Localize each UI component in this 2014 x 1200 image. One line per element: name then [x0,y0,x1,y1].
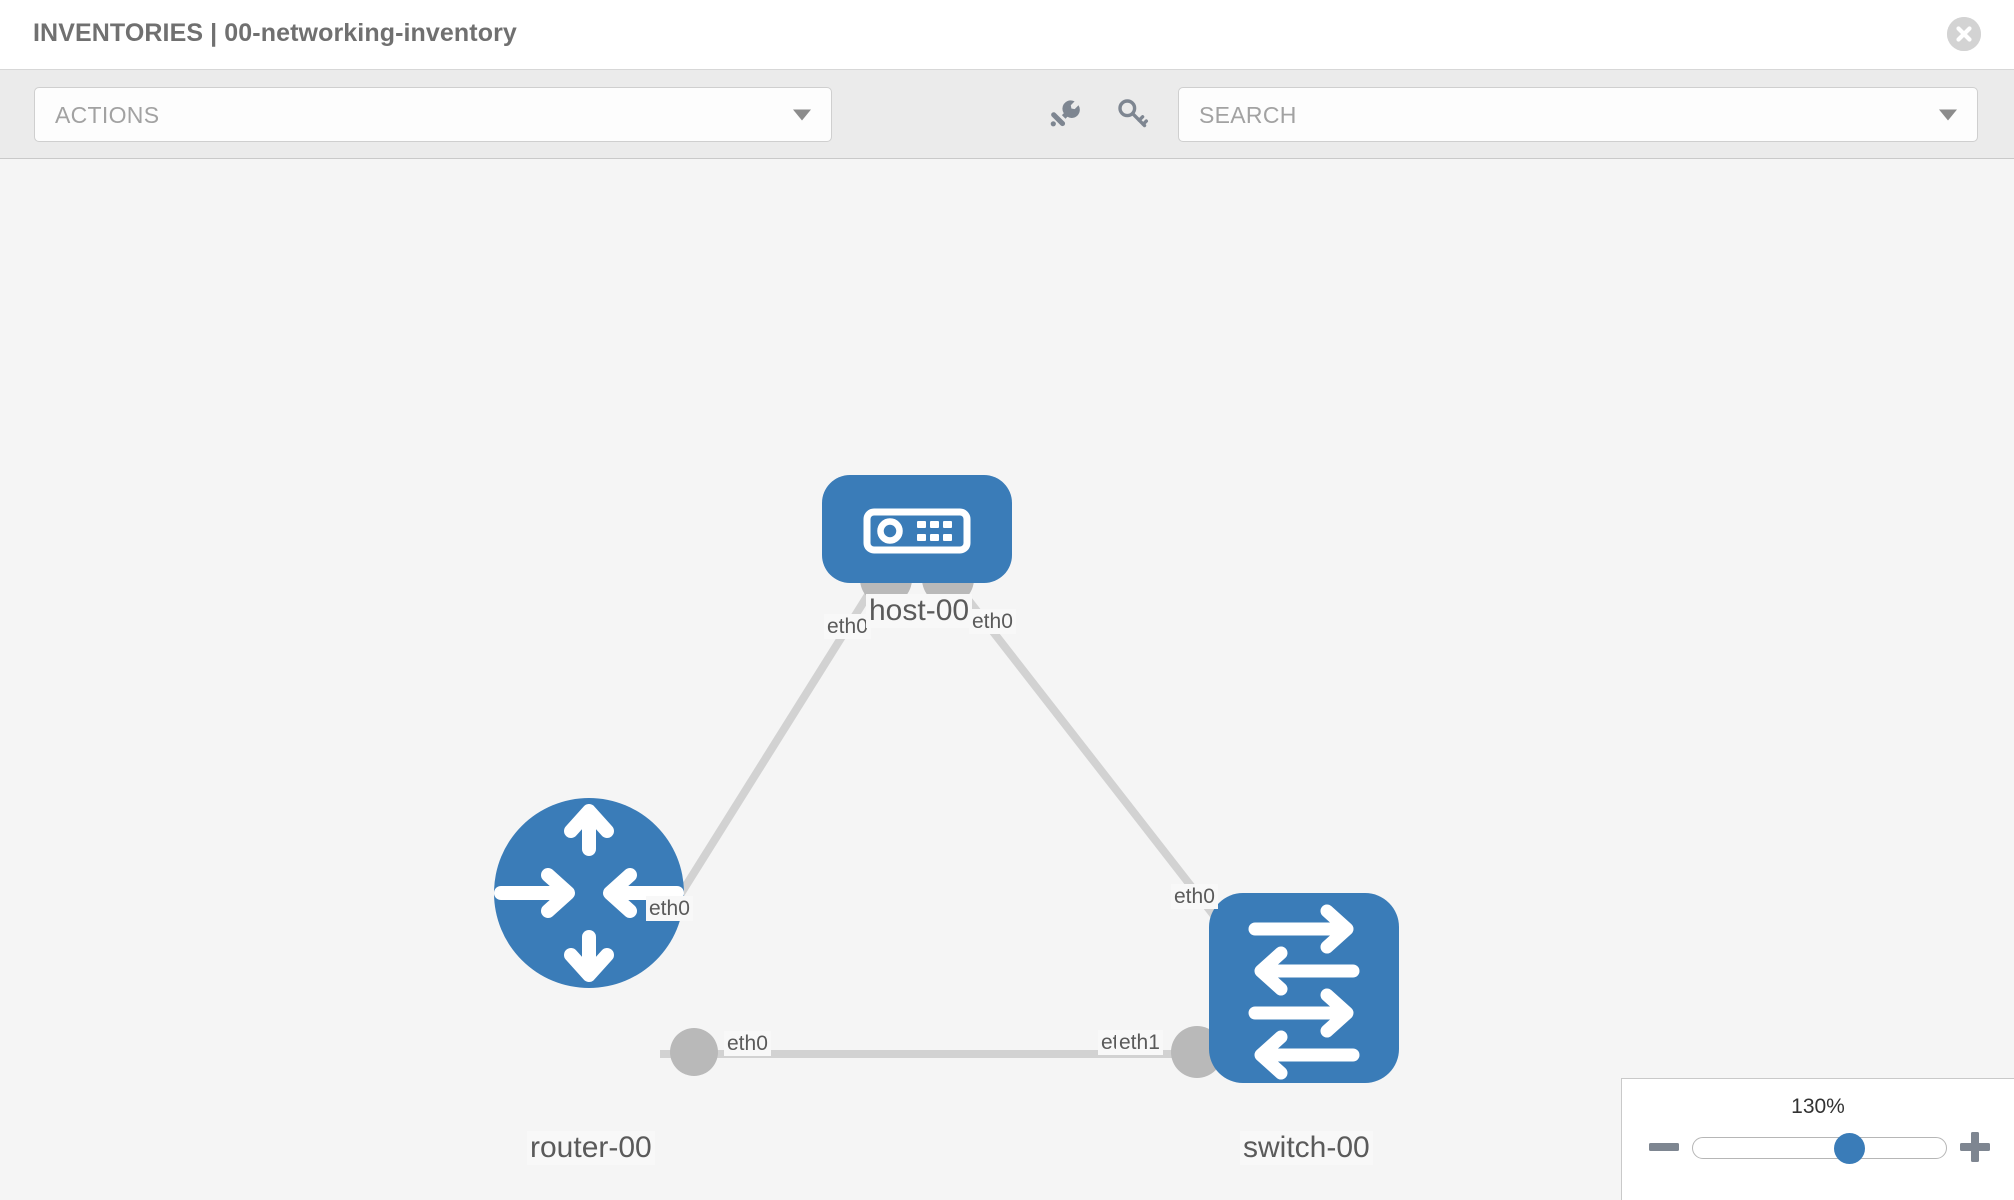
zoom-level-label: 130% [1791,1095,1845,1118]
search-input[interactable]: SEARCH [1178,87,1978,142]
plus-icon[interactable] [1958,1129,1992,1165]
interface-label: eth1 [1116,1030,1163,1055]
interface-label: eth0 [646,896,693,921]
actions-dropdown-label: ACTIONS [55,102,160,128]
server-icon [863,508,971,554]
zoom-slider-thumb[interactable] [1834,1133,1865,1164]
close-icon[interactable] [1947,17,1981,51]
key-icon[interactable] [1115,96,1149,130]
zoom-slider[interactable] [1692,1133,1947,1164]
node-router-00[interactable] [494,798,684,988]
interface-label: eth0 [969,609,1016,634]
node-host-00[interactable] [822,475,1012,583]
chevron-down-icon [793,109,811,120]
page-header: INVENTORIES | 00-networking-inventory [0,0,2014,70]
node-label-host: host-00 [866,594,973,628]
node-switch-00[interactable] [1209,893,1399,1083]
toolbar: ACTIONS SEARCH [0,70,2014,159]
topology-canvas[interactable]: eth0 eth0 eth0 eth0 eth0 eth0 eth1 host-… [0,159,2014,1200]
zoom-control-panel: 130% [1621,1078,2014,1200]
connector-router-right[interactable] [670,1028,718,1076]
interface-label: eth0 [724,1031,771,1056]
interface-label: eth0 [824,614,871,639]
minus-icon[interactable] [1647,1129,1681,1165]
topology-graph [494,475,1399,1083]
page-title: INVENTORIES | 00-networking-inventory [33,19,517,47]
node-label-switch: switch-00 [1240,1131,1373,1165]
router-icon [494,804,684,982]
switch-icon [1248,904,1360,1080]
search-placeholder: SEARCH [1199,102,1297,128]
actions-dropdown[interactable]: ACTIONS [34,87,832,142]
node-label-router: router-00 [527,1131,655,1165]
chevron-down-icon[interactable] [1939,109,1957,120]
interface-label: eth0 [1171,884,1218,909]
wrench-icon[interactable] [1047,96,1081,130]
